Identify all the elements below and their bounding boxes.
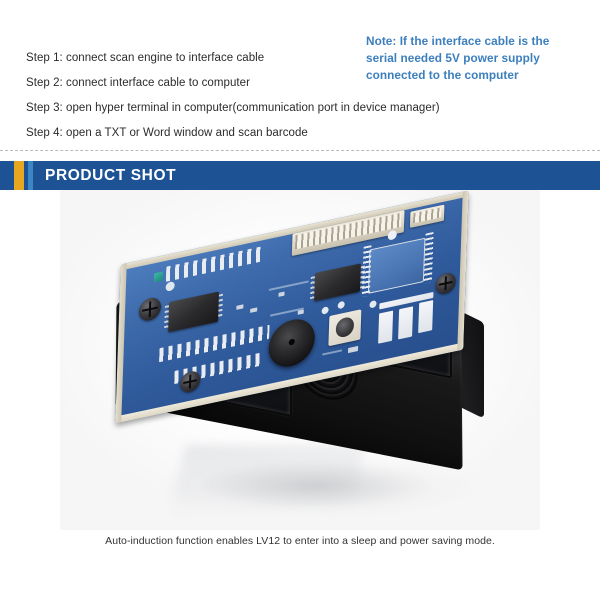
- note-line-2: serial needed 5V power supply: [366, 51, 540, 65]
- note-line-3: connected to the computer: [366, 68, 519, 82]
- product-photo: [0, 190, 600, 540]
- chip-pins-left: [164, 305, 169, 331]
- pcb-trace-1: [268, 280, 309, 291]
- connector-pins: [413, 207, 442, 224]
- white-block-3: [418, 299, 434, 334]
- step-item-4: Step 4: open a TXT or Word window and sc…: [26, 127, 308, 139]
- pcb-trace-3: [322, 349, 343, 356]
- instructions-section: Step 1: connect scan engine to interface…: [0, 0, 600, 152]
- screw-top-left: [138, 295, 162, 323]
- buzzer: [267, 314, 316, 372]
- secondary-connector: [409, 204, 445, 228]
- step-item-3: Step 3: open hyper terminal in computer(…: [26, 102, 440, 114]
- note-block: Note: If the interface cable is the seri…: [366, 33, 592, 84]
- ic-chip-left: [164, 291, 223, 333]
- via-pad-1: [321, 306, 329, 315]
- accent-bar-yellow-icon: [14, 161, 24, 190]
- via-pad-2: [337, 300, 345, 310]
- passive-resistor-3: [278, 291, 285, 297]
- teal-capacitor: [153, 271, 164, 283]
- passive-resistor-4: [297, 309, 304, 315]
- note-line-1: Note: If the interface cable is the: [366, 34, 550, 48]
- accent-bar-blue-icon: [28, 161, 33, 190]
- product-shadow: [150, 458, 480, 528]
- screw-bottom-right: [435, 271, 457, 296]
- white-block-2: [398, 306, 414, 340]
- passive-resistor-2: [250, 307, 258, 313]
- via-pad-3: [369, 300, 377, 309]
- tact-button[interactable]: [328, 309, 362, 347]
- step-item-1: Step 1: connect scan engine to interface…: [26, 52, 265, 64]
- step-item-2: Step 2: connect interface cable to compu…: [26, 77, 250, 89]
- passive-resistor-1: [236, 304, 244, 310]
- chip-pins-right: [218, 293, 223, 319]
- white-block-1: [378, 310, 394, 344]
- mount-hole-2: [387, 229, 397, 241]
- scan-engine-device: [100, 190, 505, 484]
- steps-list: Step 1: connect scan engine to interface…: [26, 52, 440, 152]
- ic-chip-right: [310, 263, 365, 302]
- ic-pad-column-right: [423, 231, 434, 284]
- section-title: PRODUCT SHOT: [45, 166, 177, 184]
- passive-resistor-5: [347, 345, 359, 354]
- chip-pins-left: [310, 275, 315, 300]
- product-caption: Auto-induction function enables LV12 to …: [105, 535, 495, 547]
- section-divider: [0, 150, 600, 151]
- product-shot-header-bar: PRODUCT SHOT: [0, 161, 600, 190]
- ic-footprint-large: [367, 237, 426, 294]
- product-shot-section: Auto-induction function enables LV12 to …: [0, 190, 600, 600]
- mount-hole-1: [165, 280, 175, 292]
